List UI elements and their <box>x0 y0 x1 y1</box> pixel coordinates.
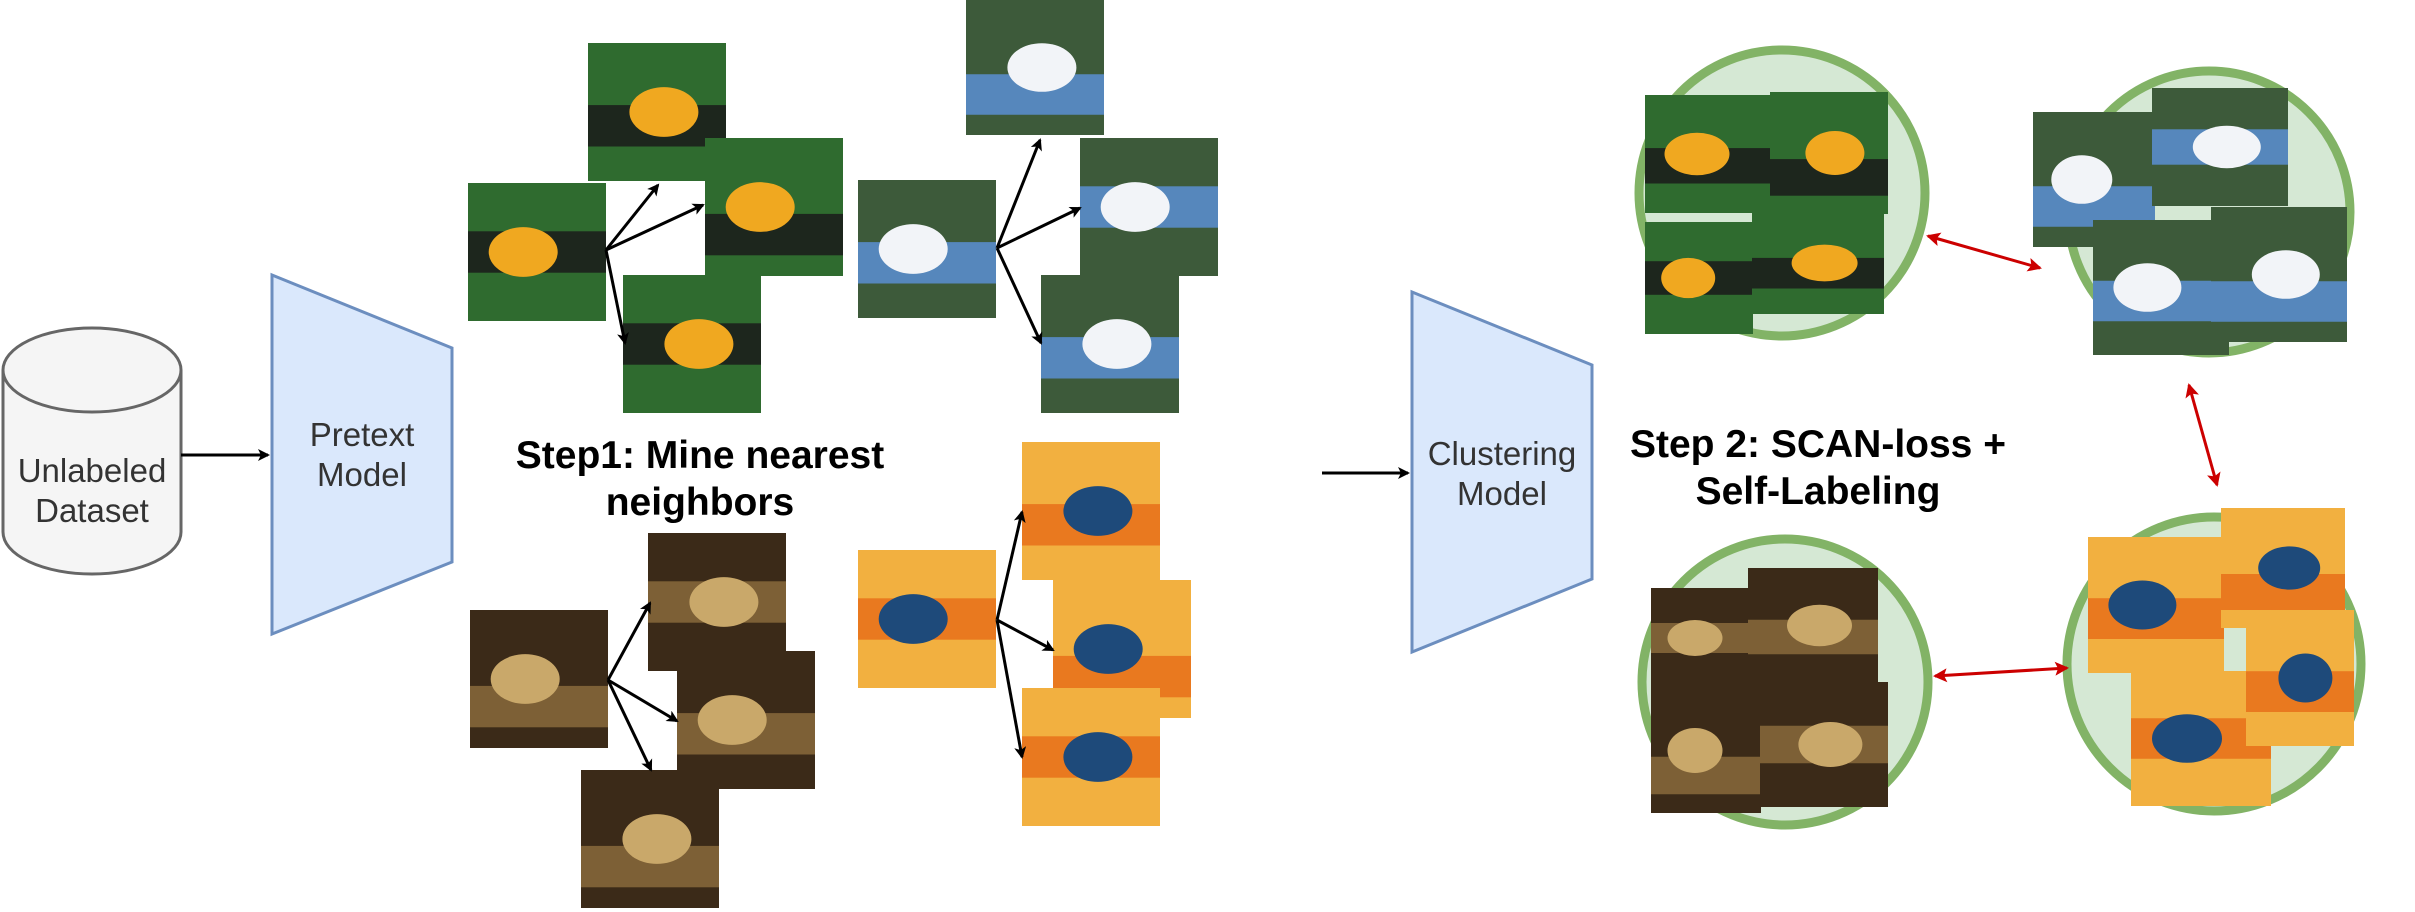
neighbor-arrow <box>606 601 652 681</box>
step2-label-line1: Step 2: SCAN-loss + <box>1630 423 2006 466</box>
cluster-goldfish <box>2062 508 2366 816</box>
image-thumbnail-toucan <box>1645 95 1775 213</box>
image-thumbnail-toucan-anchor <box>468 183 606 321</box>
cluster-link-arrow <box>1933 661 2069 683</box>
step2-label-line2: Self-Labeling <box>1696 470 1941 513</box>
image-thumbnail-leopard <box>1651 588 1761 688</box>
cluster-volcano <box>2033 66 2355 358</box>
neighbor-arrow <box>995 619 1027 759</box>
pretext-model-shape <box>270 272 454 637</box>
image-thumbnail-leopard-anchor <box>470 610 608 748</box>
cluster-link-arrow <box>2185 383 2221 487</box>
cluster-link-arrow <box>1926 232 2042 272</box>
image-thumbnail-leopard <box>1651 688 1761 813</box>
neighbor-arrow <box>605 203 705 252</box>
image-thumbnail-toucan-neighbor <box>588 43 726 181</box>
image-thumbnail-leopard-neighbor <box>648 533 786 671</box>
step1-leopard-group <box>470 533 815 908</box>
dataset-label-line1: Unlabeled <box>18 452 167 489</box>
neighbor-arrow <box>604 249 629 345</box>
step1-toucan-group <box>468 43 843 413</box>
step1-volcano-group <box>858 0 1218 413</box>
image-thumbnail-leopard <box>1760 682 1888 807</box>
image-thumbnail-toucan <box>1752 212 1884 314</box>
clustering-model-block: Clustering Model <box>1410 289 1594 655</box>
image-thumbnail-toucan-neighbor <box>623 275 761 413</box>
clustering-model-shape <box>1410 289 1594 655</box>
neighbor-arrow <box>996 206 1082 250</box>
image-thumbnail-volcano-neighbor <box>1041 275 1179 413</box>
neighbor-arrow <box>606 679 653 772</box>
image-thumbnail-goldfish <box>2221 508 2345 628</box>
image-thumbnail-leopard-neighbor <box>581 770 719 908</box>
image-thumbnail-volcano <box>2152 88 2288 206</box>
image-thumbnail-volcano-anchor <box>858 180 996 318</box>
cluster-toucan <box>1634 45 1930 341</box>
pretext-model-label-line2: Model <box>317 456 407 493</box>
clustering-model-label-line2: Model <box>1457 475 1547 512</box>
image-thumbnail-leopard <box>1748 568 1878 683</box>
neighbor-arrow <box>607 678 679 723</box>
pretext-model-block: Pretext Model <box>270 272 454 637</box>
dataset-label-line2: Dataset <box>35 492 149 529</box>
image-thumbnail-toucan <box>1770 92 1888 214</box>
clustering-model-label-line1: Clustering <box>1428 435 1577 472</box>
dataset-cylinder: Unlabeled Dataset <box>1 326 183 576</box>
image-thumbnail-goldfish-anchor <box>858 550 996 688</box>
step1-label-line1: Step1: Mine nearest <box>516 434 884 477</box>
neighbor-arrow <box>995 138 1042 249</box>
image-thumbnail-volcano-neighbor <box>1080 138 1218 276</box>
image-thumbnail-goldfish <box>2088 537 2224 673</box>
pretext-model-label-line1: Pretext <box>310 416 415 453</box>
image-thumbnail-goldfish-neighbor <box>1022 688 1160 826</box>
step1-label-line2: neighbors <box>606 481 795 524</box>
image-thumbnail-volcano-neighbor <box>966 0 1104 135</box>
cluster-leopard <box>1637 534 1933 830</box>
neighbor-arrow <box>995 510 1026 621</box>
cylinder-top <box>1 326 183 414</box>
image-thumbnail-goldfish <box>2246 610 2354 746</box>
image-thumbnail-volcano <box>2211 207 2347 342</box>
image-thumbnail-leopard-neighbor <box>677 651 815 789</box>
neighbor-arrow <box>995 247 1043 345</box>
step1-goldfish-group <box>858 442 1191 826</box>
cylinder-body <box>1 370 183 576</box>
image-thumbnail-toucan <box>1645 222 1753 334</box>
image-thumbnail-goldfish-neighbor <box>1022 442 1160 580</box>
image-thumbnail-toucan-neighbor <box>705 138 843 276</box>
neighbor-arrow <box>604 183 660 251</box>
image-thumbnail-volcano <box>2093 220 2229 355</box>
neighbor-arrow <box>996 618 1055 652</box>
